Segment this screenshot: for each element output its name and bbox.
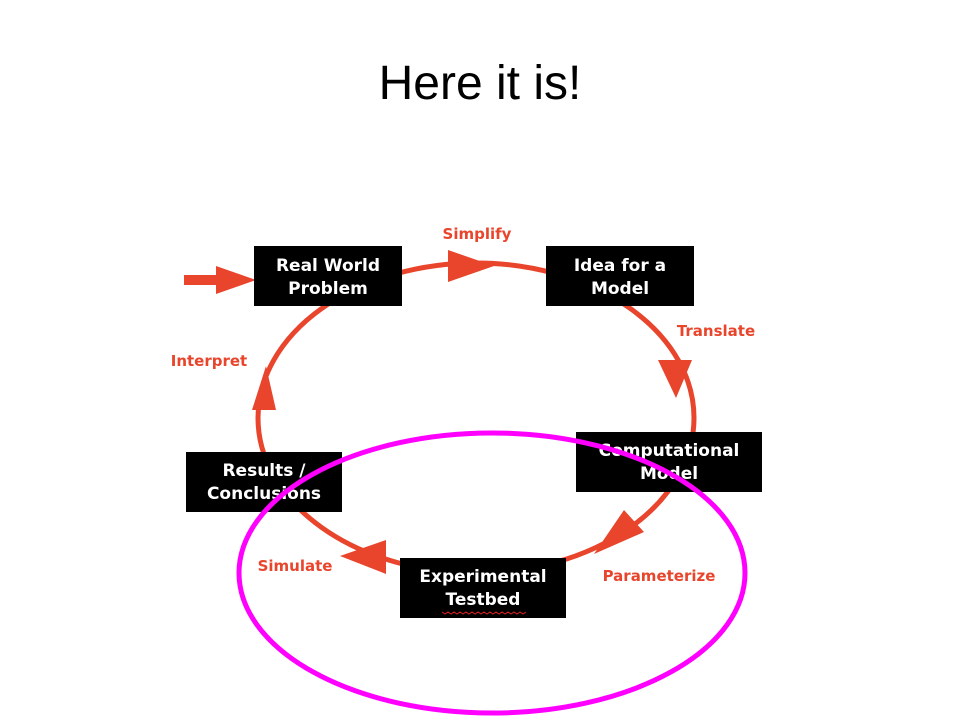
box-experimental-line1: Experimental — [419, 567, 546, 587]
highlight-ellipse — [236, 430, 748, 716]
slide-title: Here it is! — [378, 57, 582, 110]
step-label-parameterize: Parameterize — [603, 567, 716, 585]
spellcheck-squiggle — [441, 611, 527, 615]
step-label-interpret: Interpret — [171, 352, 247, 370]
step-label-translate: Translate — [677, 322, 755, 340]
parameterize-arrowhead — [594, 510, 644, 554]
box-computational-model: Computational Model — [576, 432, 762, 492]
box-idea-line2: Model — [591, 279, 649, 299]
box-idea-line1: Idea for a — [574, 256, 666, 276]
interpret-arrowhead — [252, 366, 276, 410]
box-real-world-line2: Problem — [288, 279, 368, 299]
simulate-arrowhead — [340, 540, 386, 574]
box-experimental-line2: Testbed — [446, 590, 521, 610]
box-results-line1: Results / — [222, 461, 306, 481]
box-real-world-problem: Real World Problem — [254, 246, 402, 306]
box-results-line2: Conclusions — [207, 484, 321, 504]
entry-arrow — [184, 266, 256, 294]
step-label-simulate: Simulate — [258, 557, 333, 575]
box-experimental-testbed: Experimental Testbed — [400, 558, 566, 618]
translate-arrowhead — [658, 360, 692, 398]
box-results-conclusions: Results / Conclusions — [186, 452, 342, 512]
simplify-arrowhead — [448, 250, 494, 282]
step-label-simplify: Simplify — [443, 225, 512, 243]
box-real-world-line1: Real World — [276, 256, 380, 276]
box-idea-for-a-model: Idea for a Model — [546, 246, 694, 306]
